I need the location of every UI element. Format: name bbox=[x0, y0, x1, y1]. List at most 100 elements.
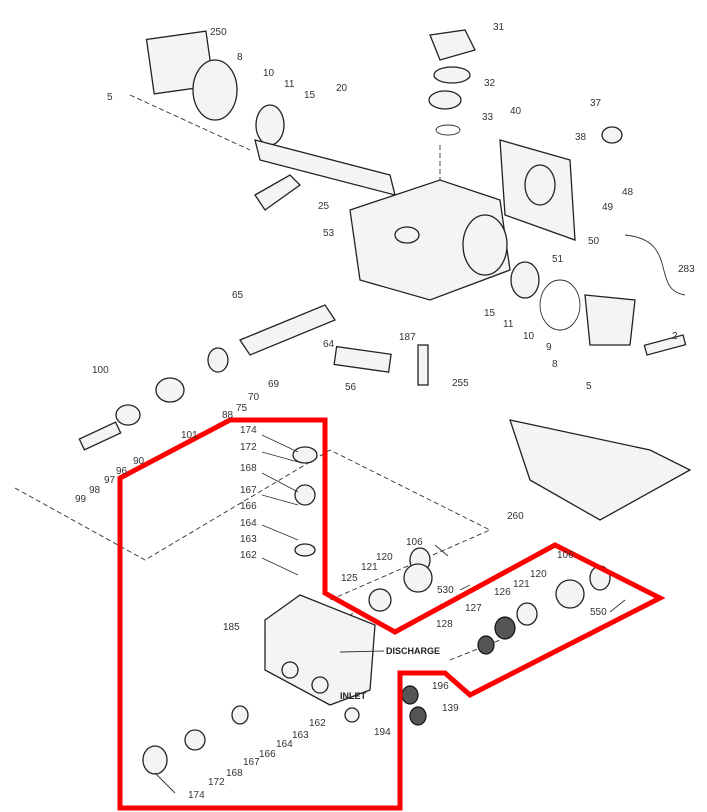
part-label: 49 bbox=[602, 202, 614, 213]
part-label: 250 bbox=[210, 27, 227, 38]
inlet-label: INLET bbox=[340, 691, 367, 701]
part-label: 185 bbox=[223, 622, 240, 633]
part-label: 260 bbox=[507, 511, 524, 522]
part-label: 283 bbox=[678, 264, 695, 275]
plug-37 bbox=[601, 126, 623, 144]
crankcase-bore bbox=[462, 214, 508, 276]
part-label: 187 bbox=[399, 332, 416, 343]
part-label: 164 bbox=[240, 518, 257, 529]
part-label: 106 bbox=[406, 537, 423, 548]
part-label: 550 bbox=[590, 607, 607, 618]
part-label: 168 bbox=[240, 463, 257, 474]
part-label: 50 bbox=[588, 236, 600, 247]
part-label: 101 bbox=[181, 430, 198, 441]
bearing-ring bbox=[255, 104, 285, 146]
crankcase-port bbox=[394, 226, 420, 244]
part-label: 69 bbox=[268, 379, 280, 390]
part-label: 172 bbox=[208, 777, 225, 788]
part-label: 106 bbox=[557, 550, 574, 561]
part-label: 10 bbox=[523, 331, 535, 342]
mounting-rail-260 bbox=[509, 419, 692, 521]
part-label: 65 bbox=[232, 290, 244, 301]
part-label: 166 bbox=[240, 501, 257, 512]
part-label: 20 bbox=[336, 83, 348, 94]
discharge-label: DISCHARGE bbox=[386, 646, 440, 656]
part-label: 2 bbox=[672, 331, 678, 342]
valve-plug-174 bbox=[292, 446, 318, 464]
part-label: 90 bbox=[133, 456, 145, 467]
rear-cover-boss bbox=[524, 164, 556, 206]
part-label: 100 bbox=[92, 365, 109, 376]
part-label: 88 bbox=[222, 410, 234, 421]
part-label: 9 bbox=[546, 342, 552, 353]
seal-retainer bbox=[155, 377, 185, 403]
retainer-120 bbox=[403, 563, 433, 593]
part-label: 51 bbox=[552, 254, 564, 265]
part-label: 10 bbox=[263, 68, 275, 79]
part-label: 53 bbox=[323, 228, 335, 239]
part-label: 70 bbox=[248, 392, 260, 403]
part-label: 127 bbox=[465, 603, 482, 614]
drain-255 bbox=[417, 344, 429, 386]
part-label: 5 bbox=[107, 92, 113, 103]
part-label: 38 bbox=[575, 132, 587, 143]
oil-seal bbox=[433, 66, 471, 84]
plug-196 bbox=[401, 685, 419, 705]
part-label: 120 bbox=[530, 569, 547, 580]
plunger-90 bbox=[78, 421, 122, 451]
part-label: 5 bbox=[586, 381, 592, 392]
bearing bbox=[192, 59, 238, 121]
seal-69 bbox=[207, 347, 229, 373]
bearing-cover-8 bbox=[584, 294, 636, 346]
part-label: 121 bbox=[361, 562, 378, 573]
part-label: 56 bbox=[345, 382, 357, 393]
part-label: 98 bbox=[89, 485, 101, 496]
part-label: 96 bbox=[116, 466, 128, 477]
part-label: 33 bbox=[482, 112, 494, 123]
hose-283 bbox=[624, 234, 686, 296]
part-label: 75 bbox=[236, 403, 248, 414]
crankcase bbox=[349, 179, 511, 301]
part-label: 167 bbox=[243, 757, 260, 768]
part-label: 163 bbox=[292, 730, 309, 741]
valve-plug-174b bbox=[142, 745, 168, 775]
oil-tray-56 bbox=[333, 345, 392, 373]
manifold-port bbox=[281, 661, 299, 679]
bearing-15 bbox=[510, 261, 540, 299]
o-ring bbox=[435, 124, 461, 136]
plunger-rod-65 bbox=[239, 304, 336, 356]
valve-seat-163 bbox=[294, 543, 316, 557]
part-label: 163 bbox=[240, 534, 257, 545]
part-label: 25 bbox=[318, 201, 330, 212]
retainer-120b bbox=[555, 579, 585, 609]
part-label: 125 bbox=[341, 573, 358, 584]
parts-drawing bbox=[78, 29, 692, 775]
key-2 bbox=[643, 334, 687, 356]
part-label: 530 bbox=[437, 585, 454, 596]
part-label: 40 bbox=[510, 106, 522, 117]
part-label: 128 bbox=[436, 619, 453, 630]
part-label: 174 bbox=[188, 790, 205, 801]
seal-128 bbox=[477, 635, 495, 655]
part-label: 167 bbox=[240, 485, 257, 496]
part-label: 32 bbox=[484, 78, 496, 89]
part-label: 48 bbox=[622, 187, 634, 198]
part-label: 162 bbox=[309, 718, 326, 729]
plunger-100 bbox=[115, 404, 141, 426]
valve-seat-163b bbox=[231, 705, 249, 725]
part-label: 164 bbox=[276, 739, 293, 750]
part-label: 174 bbox=[240, 425, 257, 436]
part-label: 166 bbox=[259, 749, 276, 760]
seal-127 bbox=[494, 616, 516, 640]
part-label: 37 bbox=[590, 98, 602, 109]
part-label: 8 bbox=[237, 52, 243, 63]
part-label: 126 bbox=[494, 587, 511, 598]
oil-gauge bbox=[428, 90, 462, 110]
part-label: 172 bbox=[240, 442, 257, 453]
seal-126 bbox=[516, 602, 538, 626]
part-label: 196 bbox=[432, 681, 449, 692]
part-label: 139 bbox=[442, 703, 459, 714]
plug-139 bbox=[409, 706, 427, 726]
